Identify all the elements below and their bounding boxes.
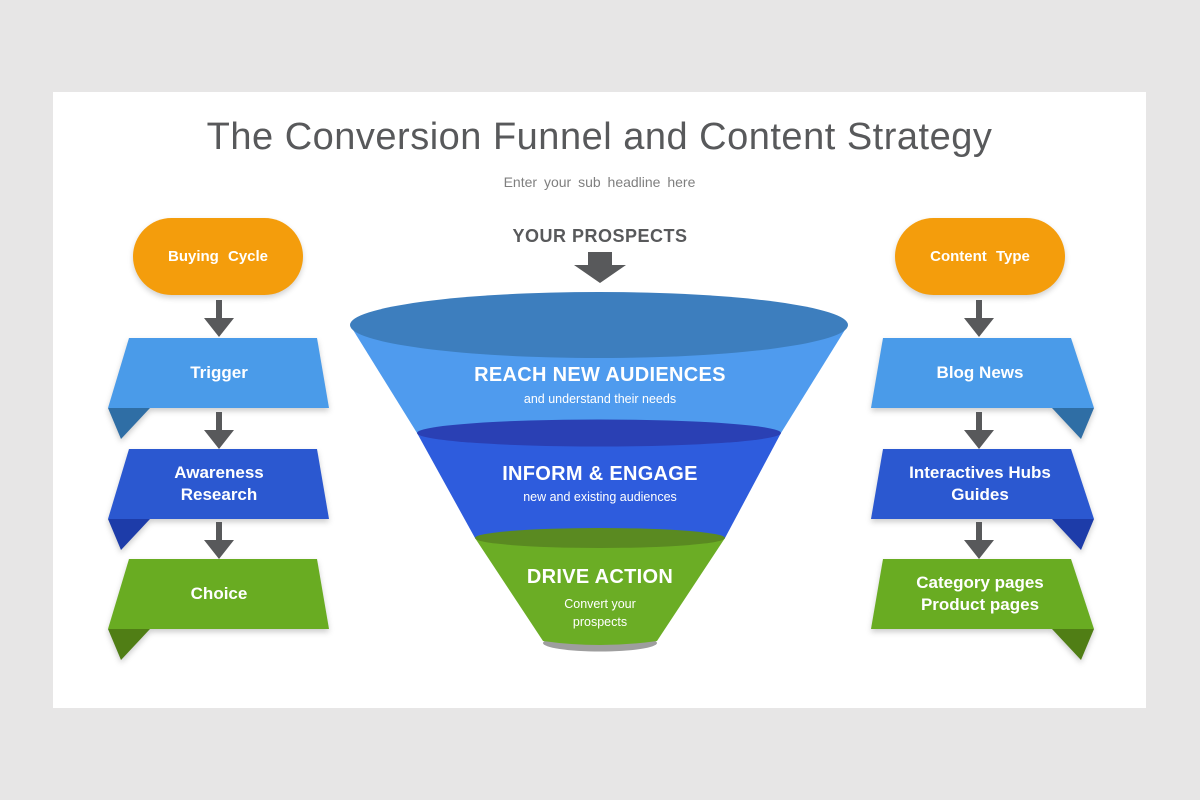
down-arrow-shape [964,300,994,337]
down-arrow-shape [964,412,994,449]
down-arrow-shape [204,412,234,449]
down-arrow-icon [964,522,994,559]
ribbon-face [108,449,329,519]
ribbon-fold [1052,629,1094,660]
funnel-stage2-wall [417,433,781,549]
left-column-header-pill: Buying Cycle [133,218,303,295]
ribbon-face [871,338,1094,408]
funnel-stage1-top-ellipse [350,292,848,358]
ribbon-face [871,449,1094,519]
down-arrow-icon [964,300,994,337]
funnel-stage2-title: INFORM & ENGAGE [502,463,698,485]
down-arrow-icon [204,300,234,337]
funnel-stage1-wall [350,325,848,446]
ribbon-face [871,559,1094,629]
down-arrow-icon [204,412,234,449]
left-step1-ribbon [108,338,329,439]
page-title: The Conversion Funnel and Content Strate… [206,116,993,158]
funnel-stage3-description: Convert your prospects [564,597,636,630]
right-step2-label: Interactives Hubs Guides [909,462,1051,504]
ribbon-fold [108,629,150,660]
left-step3-label: Choice [190,583,248,603]
ribbon-fold [1052,519,1094,550]
down-arrow-icon [964,412,994,449]
left-step3-ribbon [108,559,329,660]
ribbon-fold [1052,408,1094,439]
right-step1-ribbon [871,338,1094,439]
left-column-header-label: Buying Cycle [167,248,269,265]
left-step2-label: Awareness Research [174,462,264,504]
page-subtitle: Enter your sub headline here [503,174,696,190]
big-down-arrow-icon [574,252,626,283]
ribbon-face [108,338,329,408]
right-column-header-pill: Content Type [895,218,1065,295]
down-arrow-shape [204,300,234,337]
right-step1-label: Blog News [936,362,1024,382]
right-step3-ribbon [871,559,1094,660]
conversion-funnel [350,292,848,652]
prospects-label: YOUR PROSPECTS [512,226,688,246]
down-arrow-shape [964,522,994,559]
left-step1-label: Trigger [190,362,248,382]
ribbon-fold [108,408,150,439]
funnel-stage2-description: new and existing audiences [523,490,677,504]
down-arrow-icon [204,522,234,559]
funnel-stage1-description: and understand their needs [523,392,677,406]
right-step3-label: Category pages Product pages [916,572,1044,614]
funnel-stage3-top-ellipse [475,528,725,548]
right-column-header-label: Content Type [930,248,1030,265]
right-step2-ribbon [871,449,1094,550]
funnel-stage1-title: REACH NEW AUDIENCES [474,364,726,386]
ribbon-fold [108,519,150,550]
down-arrow-shape [204,522,234,559]
funnel-stage2-top-ellipse [417,419,781,447]
slide-canvas: The Conversion Funnel and Content Strate… [53,92,1146,708]
funnel-stage3-title: DRIVE ACTION [526,566,674,588]
left-step2-ribbon [108,449,329,550]
funnel-stage3-wall [475,538,725,645]
big-down-arrow-shape [574,252,626,283]
ribbon-face [108,559,329,629]
